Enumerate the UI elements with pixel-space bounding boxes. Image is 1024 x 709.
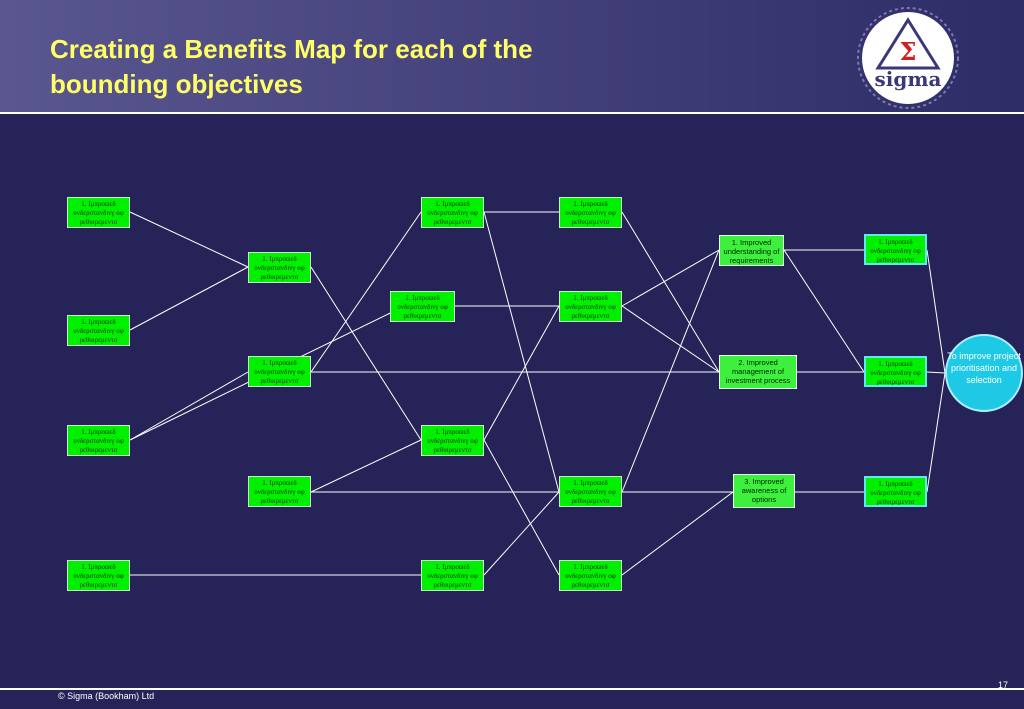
page-number: 17 [998, 680, 1009, 690]
map-node-highlighted: 1. Ιμπροϖεδ υνδερστανδινγ οφ ρεθυιρεμεντ… [864, 356, 927, 387]
map-node: 1. Ιμπροϖεδ υνδερστανδινγ οφ ρεθυιρεμεντ… [248, 356, 311, 387]
map-node: 1. Ιμπροϖεδ υνδερστανδινγ οφ ρεθυιρεμεντ… [421, 197, 484, 228]
map-node: 1. Ιμπροϖεδ υνδερστανδινγ οφ ρεθυιρεμεντ… [559, 476, 622, 507]
map-node: 1. Ιμπροϖεδ υνδερστανδινγ οφ ρεθυιρεμεντ… [421, 560, 484, 591]
map-node: 1. Ιμπροϖεδ υνδερστανδινγ οφ ρεθυιρεμεντ… [390, 291, 455, 322]
header-band [0, 0, 1024, 113]
footer-copyright: © Sigma (Bookham) Ltd [58, 691, 155, 701]
logo-wordmark: sigma [875, 67, 942, 91]
benefit-1-box: 1. Improved understanding of requirement… [719, 235, 784, 266]
map-node: 1. Ιμπροϖεδ υνδερστανδινγ οφ ρεθυιρεμεντ… [559, 291, 622, 322]
map-node: 1. Ιμπροϖεδ υνδερστανδινγ οφ ρεθυιρεμεντ… [559, 197, 622, 228]
map-node: 1. Ιμπροϖεδ υνδερστανδινγ οφ ρεθυιρεμεντ… [67, 425, 130, 456]
bounding-objective-circle: To improve project prioritisation and se… [945, 334, 1023, 412]
benefit-2-box: 2. Improved management of investment pro… [719, 355, 797, 389]
map-node: 1. Ιμπροϖεδ υνδερστανδινγ οφ ρεθυιρεμεντ… [421, 425, 484, 456]
title-line-1: Creating a Benefits Map for each of the [50, 34, 533, 64]
map-node: 1. Ιμπροϖεδ υνδερστανδινγ οφ ρεθυιρεμεντ… [67, 197, 130, 228]
benefit-3-box: 3. Improved awareness of options [733, 474, 795, 508]
map-node: 1. Ιμπροϖεδ υνδερστανδινγ οφ ρεθυιρεμεντ… [67, 315, 130, 346]
map-node: 1. Ιμπροϖεδ υνδερστανδινγ οφ ρεθυιρεμεντ… [559, 560, 622, 591]
footer-divider [0, 688, 1024, 690]
map-node: 1. Ιμπροϖεδ υνδερστανδινγ οφ ρεθυιρεμεντ… [67, 560, 130, 591]
map-node-highlighted: 1. Ιμπροϖεδ υνδερστανδινγ οφ ρεθυιρεμεντ… [864, 234, 927, 265]
header-divider [0, 112, 1024, 114]
title-line-2: bounding objectives [50, 69, 303, 99]
logo-symbol: Σ [900, 37, 917, 66]
map-node-highlighted: 1. Ιμπροϖεδ υνδερστανδινγ οφ ρεθυιρεμεντ… [864, 476, 927, 507]
slide-title: Creating a Benefits Map for each of the … [50, 32, 770, 102]
map-node: 1. Ιμπροϖεδ υνδερστανδινγ οφ ρεθυιρεμεντ… [248, 252, 311, 283]
sigma-triangle-logo-icon: Σ sigma [857, 7, 959, 109]
map-node: 1. Ιμπροϖεδ υνδερστανδινγ οφ ρεθυιρεμεντ… [248, 476, 311, 507]
